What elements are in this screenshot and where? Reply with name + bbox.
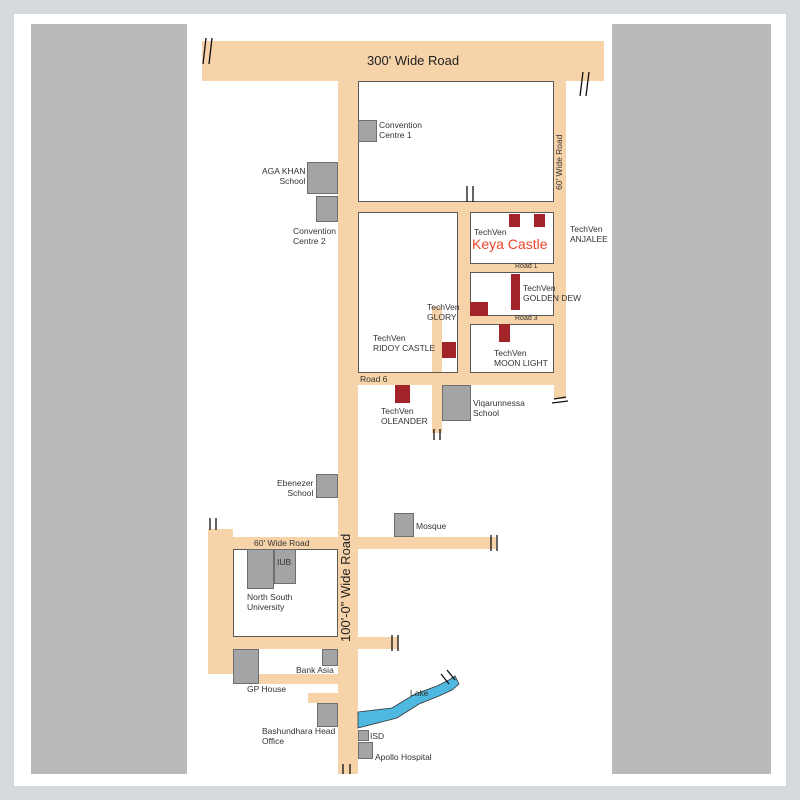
road-nsu-bottom <box>233 637 398 649</box>
road-60-wide-left <box>233 537 338 549</box>
road-glory <box>432 307 442 373</box>
road-6-label: Road 6 <box>360 374 388 384</box>
block-golden-dew <box>470 272 554 316</box>
road-6 <box>358 373 566 385</box>
bank-asia-label: Bank Asia <box>296 665 334 675</box>
road-bashundhara <box>308 693 338 703</box>
lake <box>357 675 460 729</box>
techven-keya-label: TechVen <box>474 227 507 237</box>
block-keya <box>470 212 554 264</box>
anjalee-label: TechVen ANJALEE <box>570 224 608 244</box>
road-3 <box>470 316 554 324</box>
road-end-marks <box>202 37 590 774</box>
aga-khan-building <box>307 162 338 194</box>
keya-castle-marker-2 <box>534 214 545 227</box>
road-keya-left <box>458 202 470 399</box>
road-mosque <box>358 537 496 549</box>
bashundhara-label: Bashundhara Head Office <box>262 726 336 746</box>
glory-label: TechVen GLORY <box>427 302 460 322</box>
moon-light-marker <box>499 324 510 342</box>
iub-label: IUB <box>277 557 292 567</box>
moon-light-label: TechVen MOON LIGHT <box>494 348 548 368</box>
left-margin-panel <box>31 24 187 774</box>
north-south-university-label: North South University <box>247 592 293 612</box>
right-margin-panel <box>612 24 771 774</box>
road-300-wide <box>202 41 604 81</box>
isd-building <box>358 730 369 741</box>
isd-label: ISD <box>370 731 385 741</box>
viqarunnessa-label: Viqarunnessa School <box>473 398 525 418</box>
road-oleander <box>432 385 442 433</box>
golden-dew-label: TechVen GOLDEN DEW <box>523 283 582 303</box>
glory-marker <box>470 302 488 316</box>
road-3-label: Road 3 <box>515 315 538 322</box>
convention-centre-1-building <box>358 120 377 142</box>
map-overlay <box>202 37 590 774</box>
block-ridoy <box>358 212 458 373</box>
road-gp-house <box>233 674 338 684</box>
viqarunnessa-building <box>442 385 471 421</box>
aga-khan-label: AGA KHAN School <box>262 166 306 186</box>
gp-house-label: GP House <box>247 684 287 694</box>
convention-centre-2-label: Convention Centre 2 <box>293 226 337 246</box>
keya-castle-label: Keya Castle <box>472 236 548 252</box>
lake-label: Lake <box>410 688 429 698</box>
ridoy-castle-marker <box>442 342 456 358</box>
road-left-vertical <box>208 529 233 674</box>
apollo-hospital-label: Apollo Hospital <box>375 752 432 762</box>
road-100-wide <box>338 81 358 774</box>
gp-house-building <box>233 649 259 684</box>
ridoy-castle-label: TechVen RIDOY CASTLE <box>373 333 436 353</box>
road-60-wide-right <box>554 81 566 399</box>
mosque-building <box>394 513 414 537</box>
convention-centre-2-building <box>316 196 338 222</box>
convention-centre-1-label: Convention Centre 1 <box>379 120 423 140</box>
road-1-label: Road 1 <box>515 263 538 270</box>
bashundhara-building <box>317 703 338 727</box>
apollo-hospital-building <box>358 742 373 759</box>
golden-dew-marker <box>511 274 520 310</box>
road-block-top <box>358 202 554 212</box>
keya-castle-marker-1 <box>509 214 520 227</box>
location-map: 300' Wide Road 100'-0" Wide Road 60' Wid… <box>187 24 612 774</box>
block-moon-light <box>470 324 554 373</box>
road-1 <box>470 264 554 272</box>
north-south-university-building <box>247 549 274 589</box>
bank-asia-building <box>322 649 338 666</box>
oleander-label: TechVen OLEANDER <box>381 406 428 426</box>
ebenezer-label: Ebenezer School <box>277 478 314 498</box>
road-60-right-label: 60' Wide Road <box>554 134 564 191</box>
mosque-label: Mosque <box>416 521 447 531</box>
oleander-marker <box>395 385 410 403</box>
road-60-left-label: 60' Wide Road <box>254 538 310 548</box>
iub-building <box>274 549 296 584</box>
road-100-label: 100'-0" Wide Road <box>338 533 353 642</box>
ebenezer-building <box>316 474 338 498</box>
road-300-label: 300' Wide Road <box>367 53 460 68</box>
